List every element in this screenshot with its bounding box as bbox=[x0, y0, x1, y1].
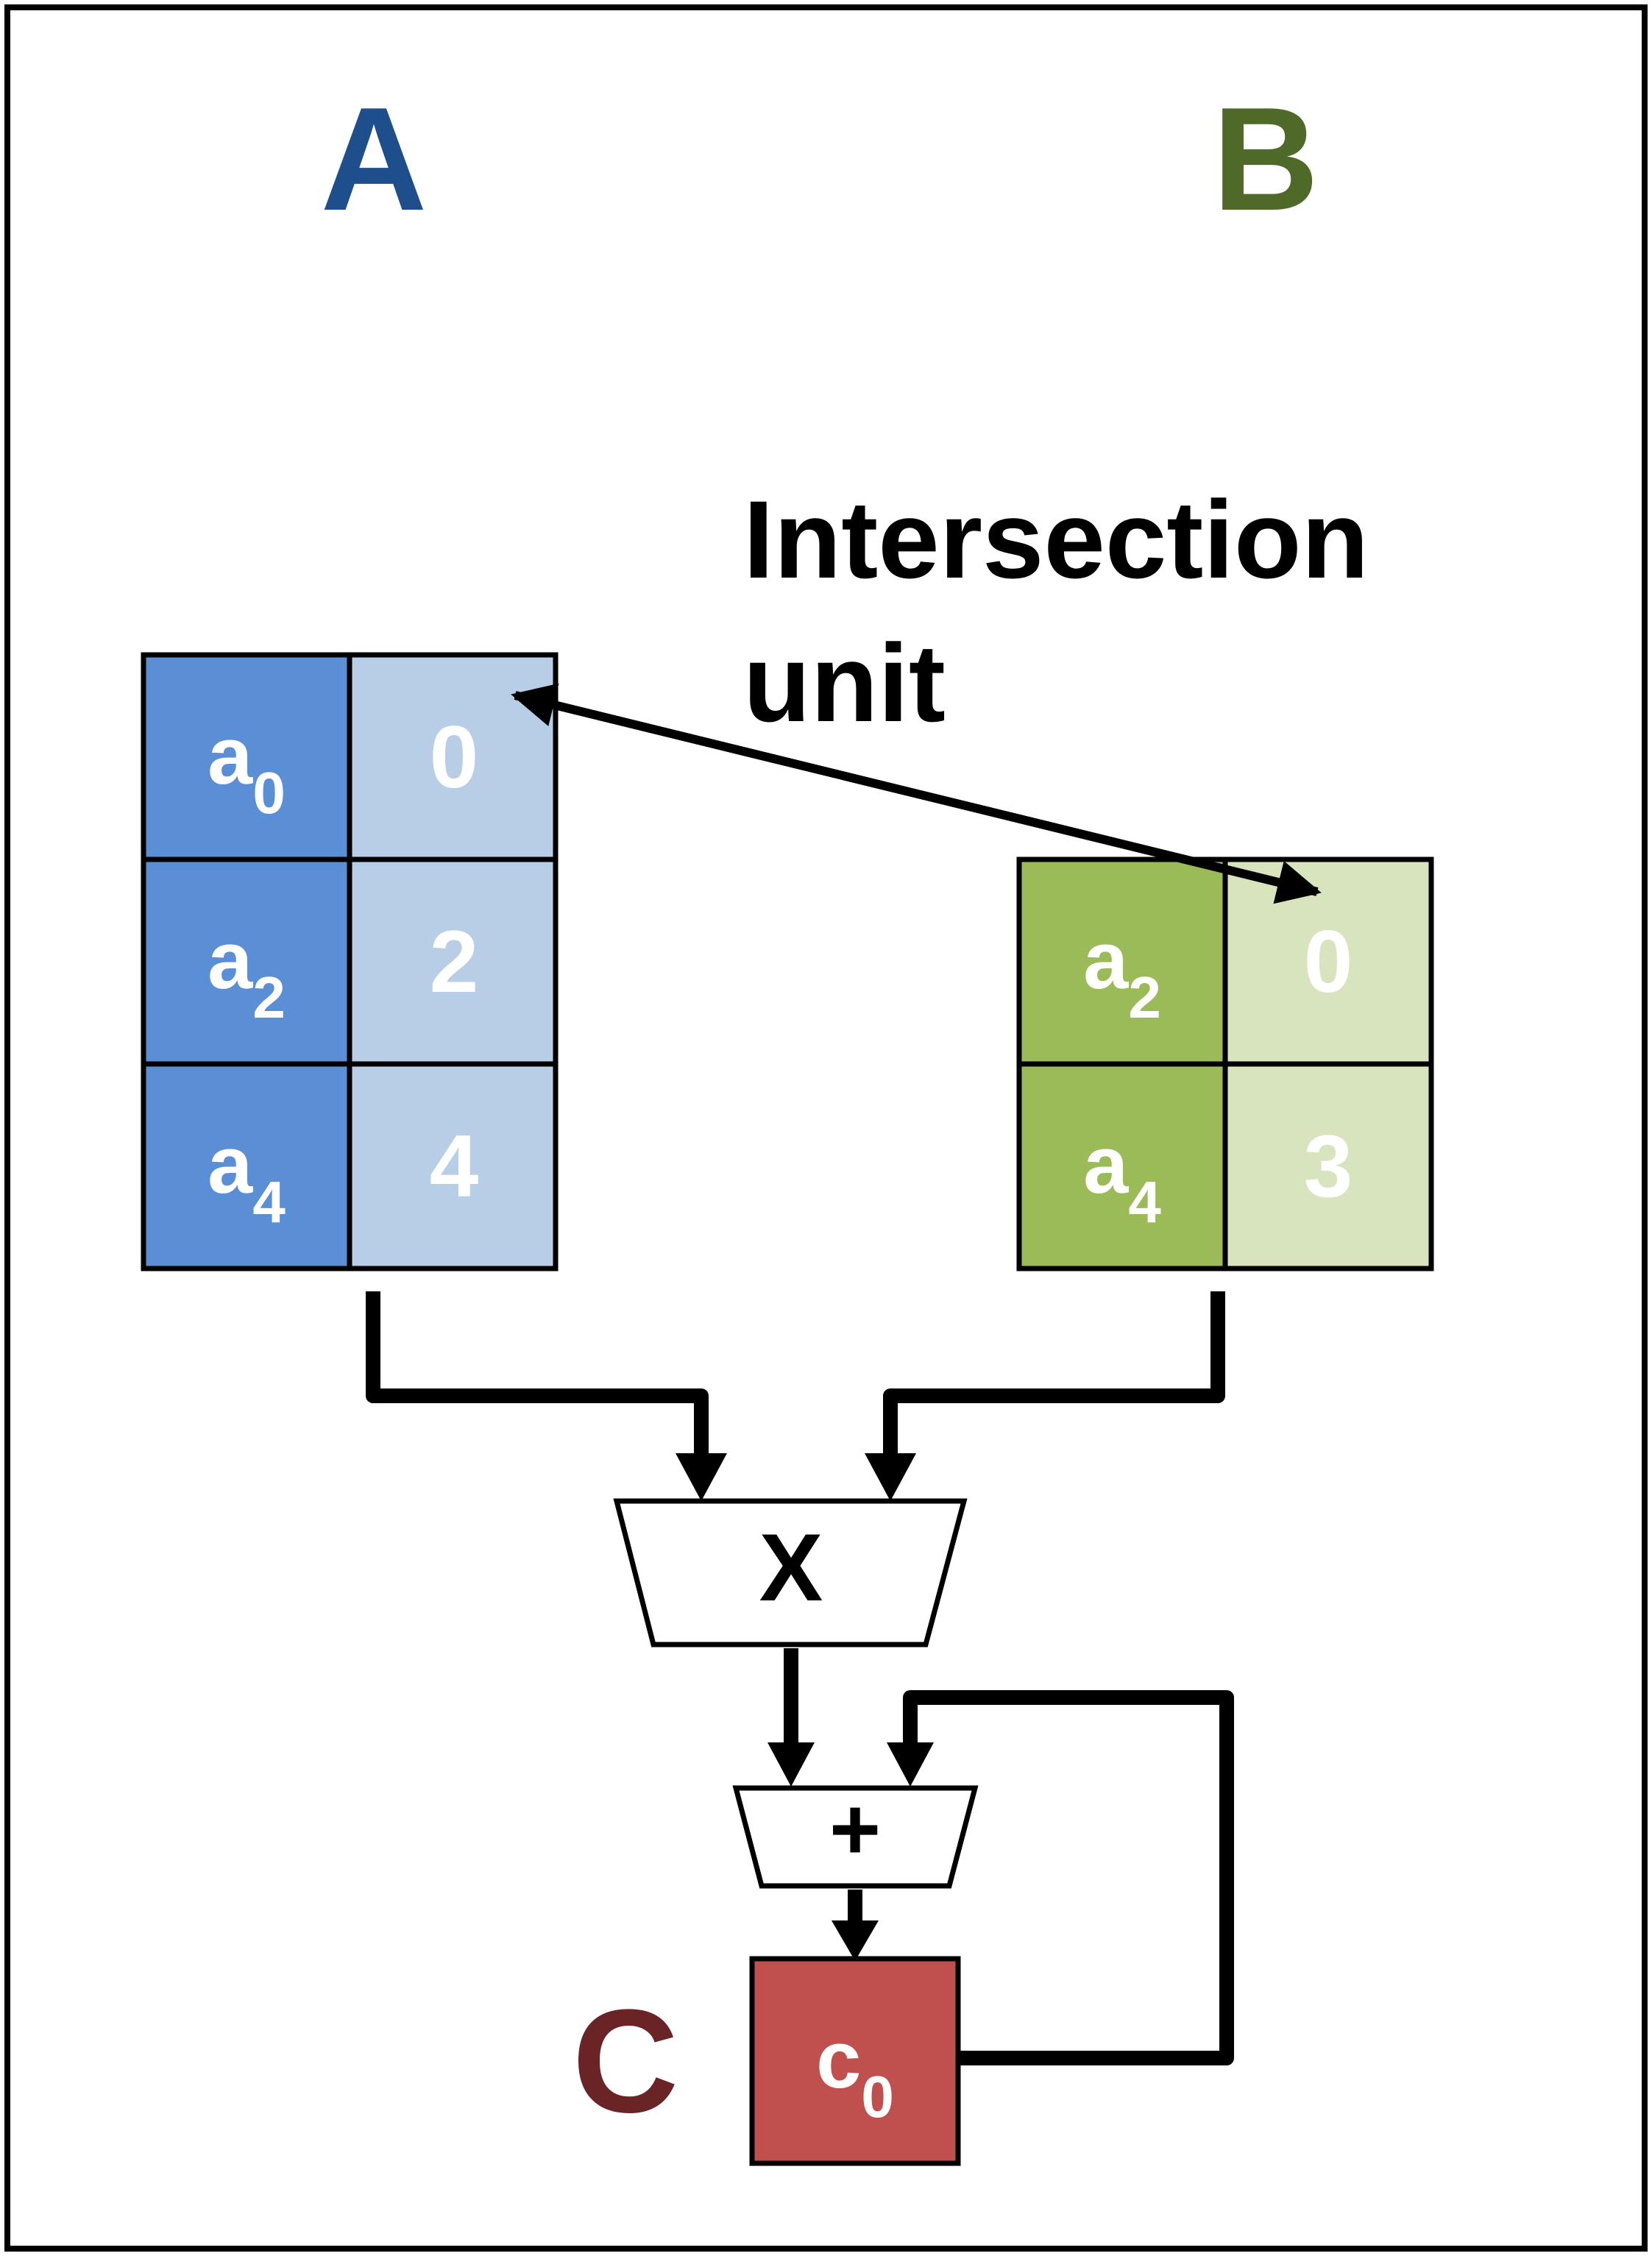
adder-label: + bbox=[829, 1780, 881, 1879]
a-to-multiplier-path bbox=[366, 1291, 709, 1472]
intersection-unit-label-line2: unit bbox=[743, 621, 946, 745]
matrix-a-cell-value: a4 bbox=[208, 1120, 286, 1235]
intersection-unit-label-line1: Intersection bbox=[743, 478, 1369, 601]
multiplier-to-adder-arrowhead bbox=[767, 1742, 815, 1787]
intersection-arrow bbox=[511, 683, 1322, 904]
matrix-b-cell-index: 0 bbox=[1304, 912, 1353, 1011]
matrix-b-cell-value: a2 bbox=[1083, 915, 1161, 1030]
adder-unit bbox=[732, 1785, 979, 1889]
matrix-a: a0 0 a2 2 a4 4 bbox=[141, 652, 559, 1271]
accumulator-feedback-path bbox=[903, 1690, 1234, 2065]
b-to-multiplier-arrowhead bbox=[865, 1453, 916, 1501]
matrix-a-cell-index: 4 bbox=[430, 1117, 479, 1216]
matrix-a-cell-value: a2 bbox=[208, 915, 286, 1030]
matrix-c-title: C bbox=[572, 1979, 678, 2143]
matrix-b-cell-value: a4 bbox=[1083, 1120, 1161, 1235]
matrix-a-cell-index: 2 bbox=[430, 912, 479, 1011]
matrix-a-cell-index: 0 bbox=[430, 708, 479, 806]
matrix-b-title: B bbox=[1213, 77, 1319, 241]
matrix-b-cell-index: 3 bbox=[1304, 1117, 1353, 1216]
matrix-c-cell-value: c0 bbox=[816, 2015, 894, 2129]
matrix-a-title: A bbox=[321, 77, 427, 241]
a-to-multiplier-arrowhead bbox=[676, 1453, 727, 1501]
matrix-a-cell-value: a0 bbox=[208, 711, 286, 826]
accumulator-feedback-arrowhead bbox=[887, 1742, 934, 1787]
adder-to-c-arrowhead bbox=[832, 1920, 879, 1961]
multiplier-unit bbox=[613, 1498, 968, 1647]
multiplier-label: X bbox=[759, 1514, 823, 1621]
matrix-c-cell bbox=[749, 1956, 961, 2166]
b-to-multiplier-path bbox=[883, 1291, 1225, 1472]
matrix-b: a2 0 a4 3 bbox=[1016, 856, 1434, 1271]
